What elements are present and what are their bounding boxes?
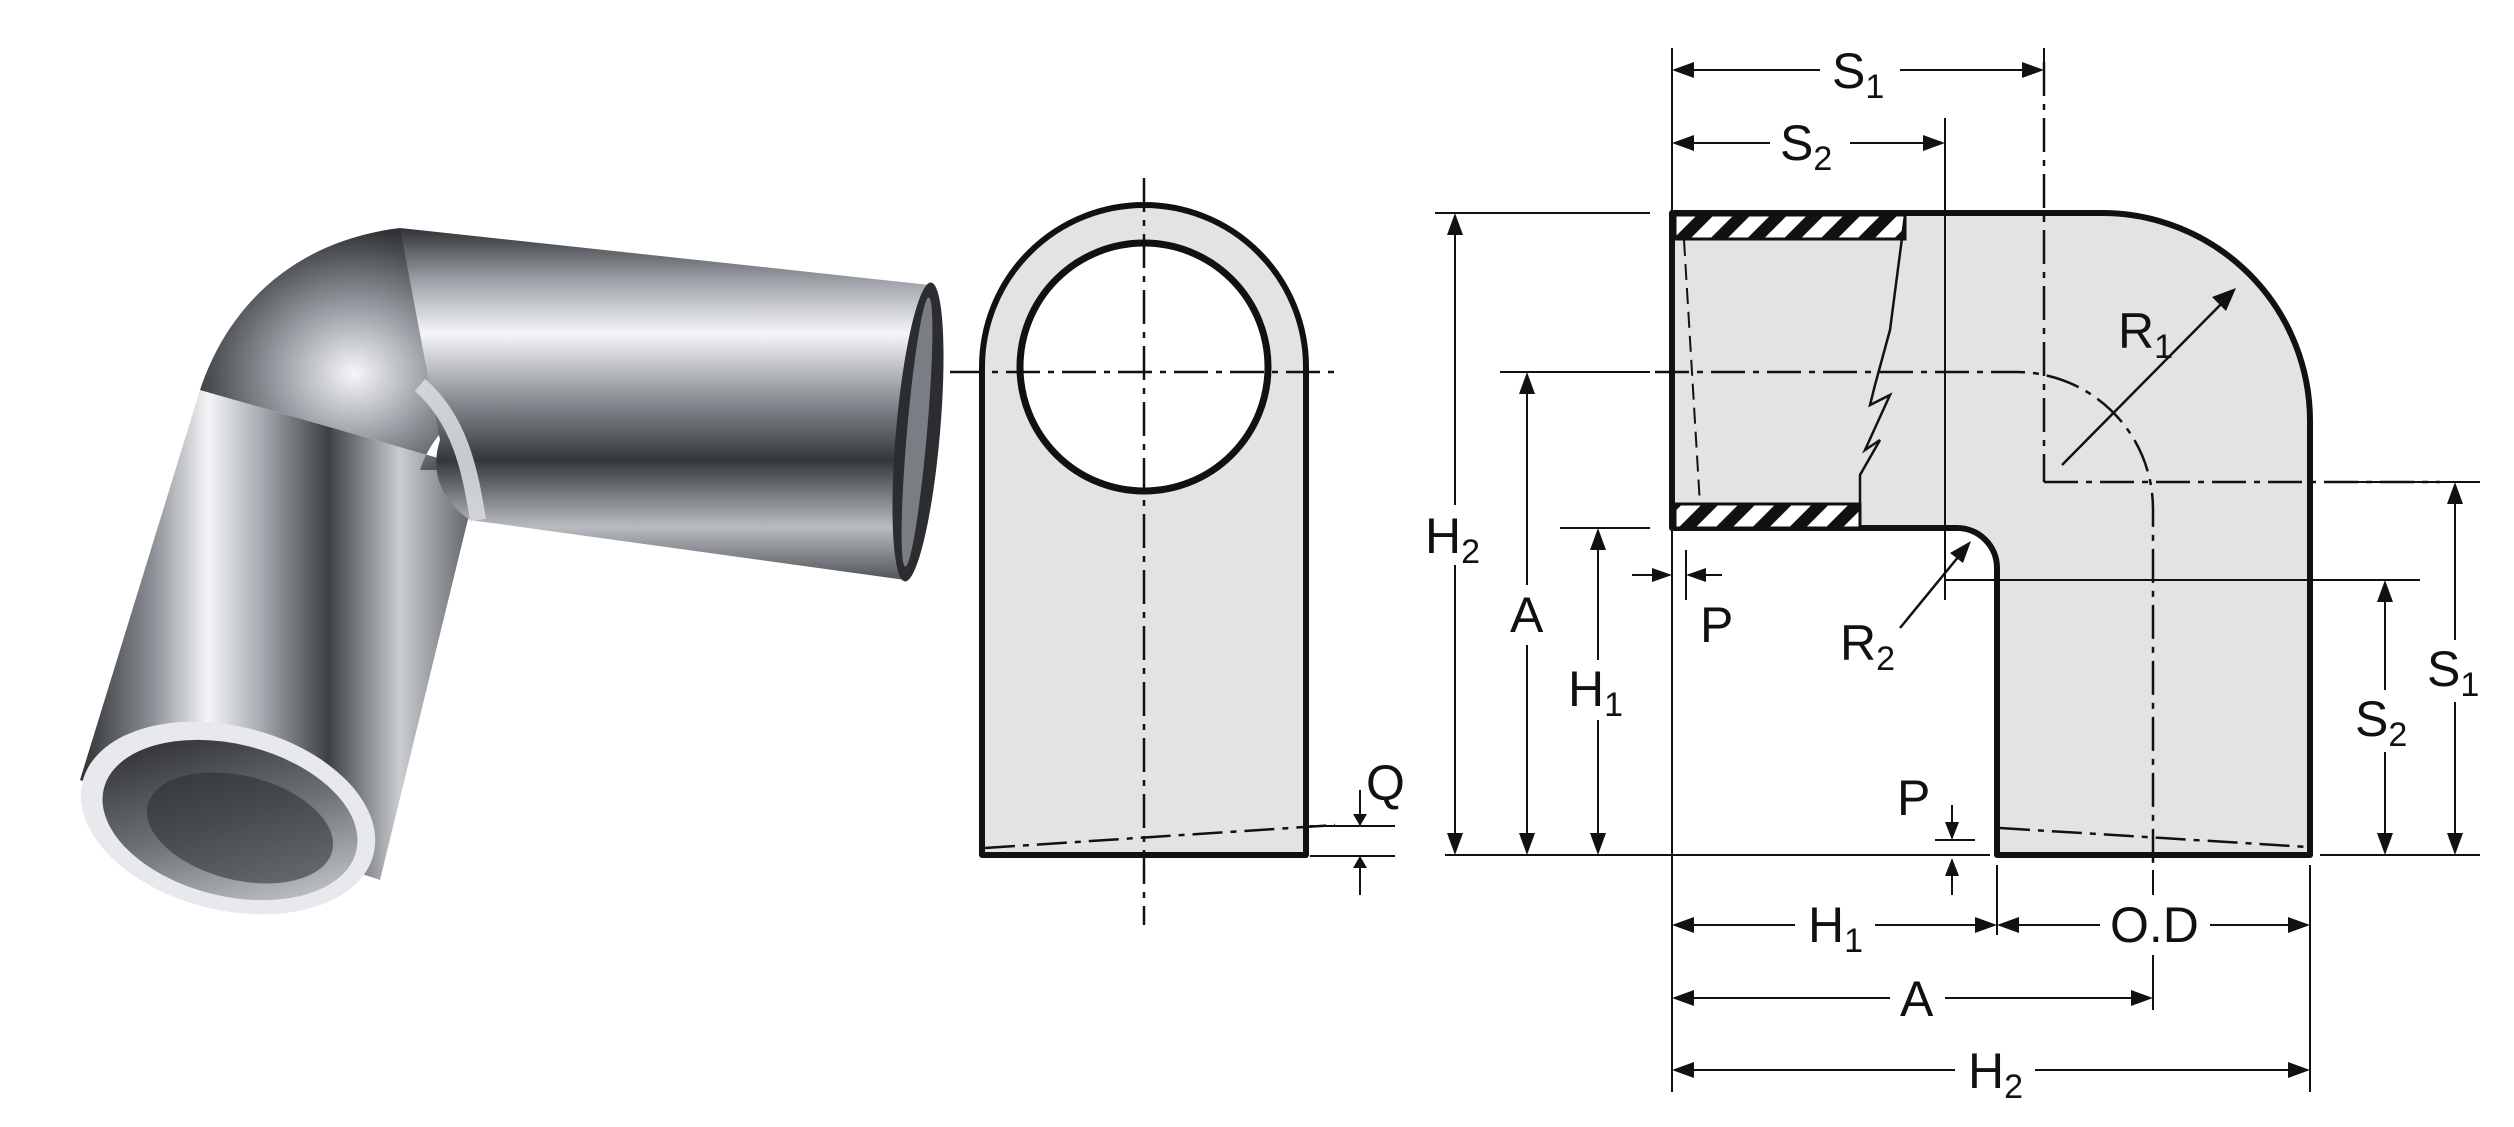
dim-H2-left: H2 (1415, 213, 1495, 855)
elbow-front-view: R1 R2 (1655, 62, 2440, 870)
dim-H1-left: H1 (1558, 528, 1638, 855)
dim-label-R1: R1 (2118, 303, 2173, 366)
dim-H2-bottom: H2 (1672, 1040, 2310, 1106)
dim-label-A-left: A (1510, 587, 1544, 643)
dim-A-bottom: A (1672, 970, 2153, 1030)
dim-H1-bottom: H1 (1672, 895, 1997, 960)
dim-label-OD: O.D (2110, 897, 2199, 953)
dim-S1-right: S1 (2420, 482, 2495, 855)
break-line (1858, 214, 1907, 528)
dim-P-left: P (1632, 550, 1733, 653)
top-wall-hatch (1673, 213, 1907, 241)
dim-label-Q: Q (1366, 755, 1405, 811)
dim-S1-top: S1 (1672, 40, 2044, 106)
dim-S2-right: S2 (2350, 580, 2425, 855)
bottom-wall-hatch (1673, 502, 1862, 530)
side-view-cut-line (984, 823, 1336, 850)
elbow-weld-seam (414, 378, 486, 522)
dim-label-S1-right: S1 (2427, 641, 2479, 704)
dim-label-H1-bottom: H1 (1808, 897, 1863, 960)
elbow-horizontal-leg (400, 228, 930, 580)
dim-A-left: A (1500, 372, 1555, 855)
dim-OD-bottom: O.D (1997, 895, 2310, 955)
dim-label-P-left: P (1700, 597, 1733, 653)
dim-label-S2-top: S2 (1780, 115, 1832, 178)
elbow-bend (200, 228, 480, 470)
dim-label-S2-right: S2 (2355, 691, 2407, 754)
dim-label-H1-left: H1 (1568, 661, 1623, 724)
dim-label-H2-left: H2 (1425, 508, 1480, 571)
dim-label-H2-bottom: H2 (1968, 1043, 2023, 1106)
elbow-side-view: Q (950, 178, 1405, 925)
dim-label-P-bottom: P (1897, 770, 1930, 826)
dim-P-bottom: P (1897, 770, 1975, 895)
dim-S2-top: S2 (1672, 115, 1945, 178)
stainless-steel-elbow-photo (80, 228, 944, 915)
dim-label-A-bottom: A (1900, 971, 1934, 1027)
dim-label-R2: R2 (1840, 615, 1895, 678)
dimension-lines (1435, 48, 2480, 1092)
front-view-body (1669, 210, 2313, 858)
dim-label-S1-top: S1 (1832, 43, 1884, 106)
